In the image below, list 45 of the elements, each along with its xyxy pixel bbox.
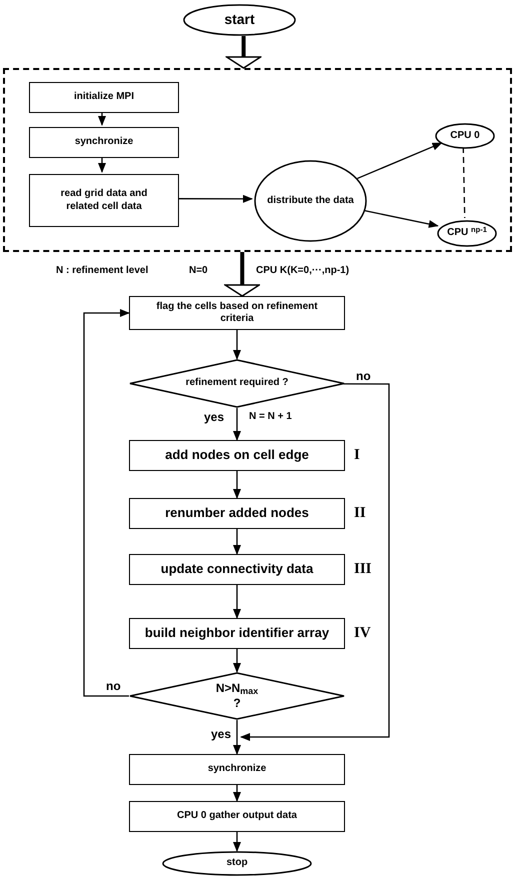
terminal-ellipse: CPU $^{np-1}$ <box>437 220 497 247</box>
terminal-ellipse: CPU 0 <box>435 123 495 149</box>
dashed-group-box <box>3 68 512 252</box>
arrow <box>233 330 241 360</box>
arrow <box>233 649 241 673</box>
process-box: initialize MPI <box>29 82 179 113</box>
annotation-text: N : refinement level <box>56 266 148 276</box>
arrow <box>233 720 241 755</box>
arrow <box>83 309 130 697</box>
annotation-text: N = N + 1 <box>249 412 292 422</box>
arrow <box>233 832 241 852</box>
process-box: build neighbor identifier array <box>129 618 345 649</box>
terminal-ellipse: start <box>183 4 296 36</box>
arrow <box>233 585 241 619</box>
terminal-ellipse: stop <box>162 851 312 876</box>
arrow <box>233 408 241 441</box>
process-box: CPU 0 gather output data <box>129 801 345 832</box>
arrow <box>362 210 439 228</box>
block-arrow <box>224 252 260 297</box>
decision-diamond: refinement required ? <box>129 359 345 408</box>
dashed-connector <box>462 146 466 218</box>
arrow <box>357 142 442 180</box>
step-numeral: II <box>354 506 366 520</box>
arrow <box>177 194 253 203</box>
process-box: flag the cells based on refinement criteria <box>129 296 345 330</box>
step-numeral: III <box>354 562 372 576</box>
block-arrow <box>226 36 262 69</box>
process-ellipse: distribute the data <box>254 160 367 242</box>
step-numeral: I <box>354 448 360 462</box>
arrow <box>98 111 106 126</box>
arrow <box>233 529 241 555</box>
arrow <box>233 785 241 802</box>
annotation-text: N=0 <box>189 266 208 276</box>
process-box: renumber added nodes <box>129 498 345 529</box>
annotation-text: CPU K(K=0,···,np-1) <box>256 266 350 276</box>
step-numeral: IV <box>354 626 371 640</box>
process-box: synchronize <box>129 754 345 785</box>
arrow <box>98 156 106 173</box>
arrow <box>240 383 390 741</box>
process-box: add nodes on cell edge <box>129 440 345 471</box>
decision-diamond: N>N$_{max}$ ? <box>129 672 345 720</box>
process-box: update connectivity data <box>129 554 345 585</box>
arrow <box>233 471 241 499</box>
process-box: synchronize <box>29 127 179 158</box>
process-box: read grid data and related cell data <box>29 174 179 227</box>
